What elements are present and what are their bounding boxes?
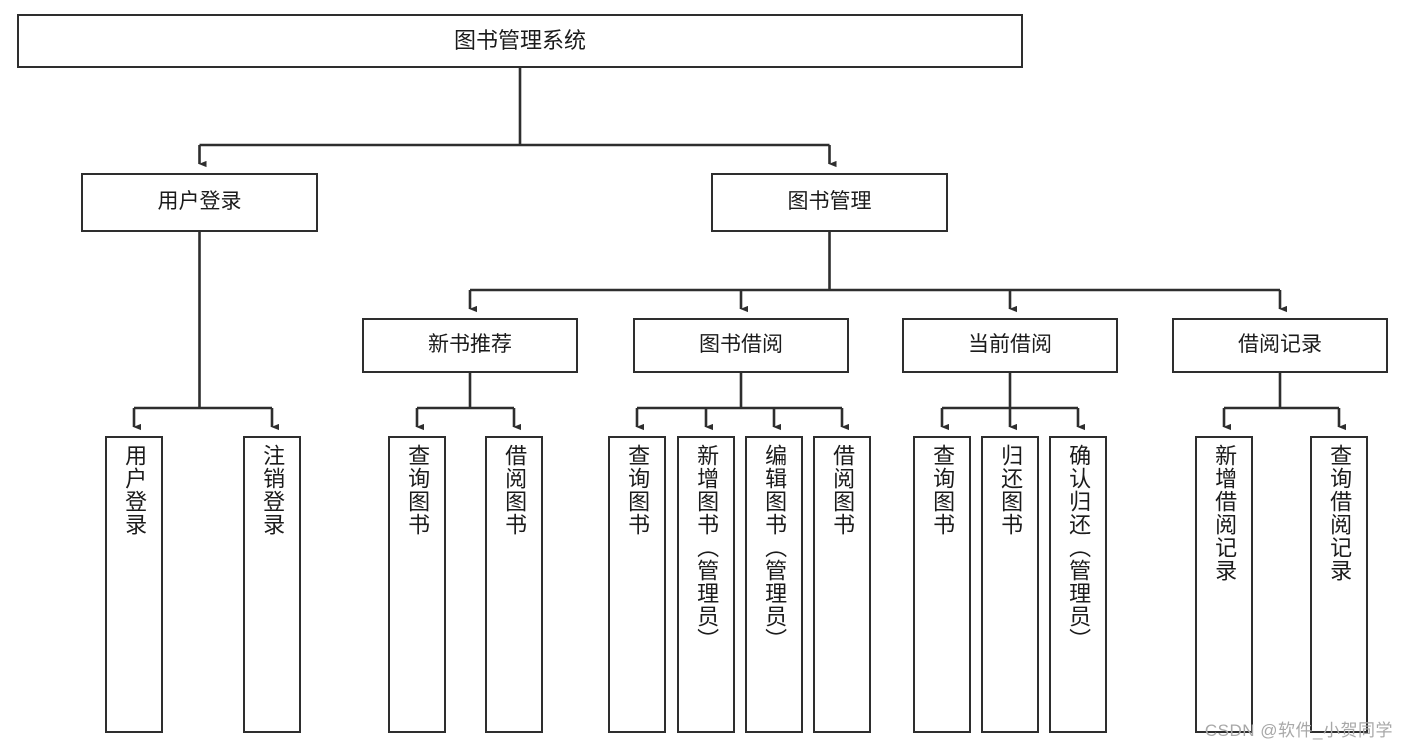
node-label: 借阅图书	[830, 444, 856, 536]
node-label: 图书管理系统	[453, 28, 586, 54]
node-new-book-rec[interactable]: 新书推荐	[362, 318, 578, 373]
node-leaf-return-book[interactable]: 归还图书	[981, 436, 1039, 733]
node-leaf-borrow-book-1[interactable]: 借阅图书	[485, 436, 543, 733]
node-leaf-query-book-1[interactable]: 查询图书	[388, 436, 446, 733]
node-label: 借阅记录	[1238, 333, 1322, 357]
node-label: 查询图书	[625, 444, 651, 536]
node-label: 用户登录	[122, 444, 148, 536]
node-label: 确认归还（管理员）	[1066, 444, 1092, 651]
node-current-borrow[interactable]: 当前借阅	[902, 318, 1118, 373]
node-label: 用户登录	[157, 190, 242, 214]
node-label: 当前借阅	[968, 333, 1052, 357]
node-label: 图书管理	[787, 190, 872, 214]
node-leaf-query-record[interactable]: 查询借阅记录	[1310, 436, 1368, 733]
node-label: 新增图书（管理员）	[694, 444, 720, 651]
node-borrow-record[interactable]: 借阅记录	[1172, 318, 1388, 373]
node-leaf-query-book-2[interactable]: 查询图书	[608, 436, 666, 733]
node-leaf-add-record[interactable]: 新增借阅记录	[1195, 436, 1253, 733]
node-leaf-add-book[interactable]: 新增图书（管理员）	[677, 436, 735, 733]
node-label: 归还图书	[998, 444, 1024, 536]
node-label: 查询图书	[405, 444, 431, 536]
node-label: 查询图书	[930, 444, 956, 536]
node-label: 借阅图书	[502, 444, 528, 536]
node-leaf-confirm-ret[interactable]: 确认归还（管理员）	[1049, 436, 1107, 733]
node-label: 图书借阅	[699, 333, 783, 357]
node-label: 查询借阅记录	[1327, 444, 1353, 582]
node-leaf-query-book-3[interactable]: 查询图书	[913, 436, 971, 733]
node-leaf-edit-book[interactable]: 编辑图书（管理员）	[745, 436, 803, 733]
node-user-login[interactable]: 用户登录	[81, 173, 318, 232]
node-label: 新书推荐	[428, 333, 512, 357]
node-leaf-user-login[interactable]: 用户登录	[105, 436, 163, 733]
node-book-borrow[interactable]: 图书借阅	[633, 318, 849, 373]
node-leaf-logout[interactable]: 注销登录	[243, 436, 301, 733]
node-root[interactable]: 图书管理系统	[17, 14, 1023, 68]
node-leaf-borrow-book-2[interactable]: 借阅图书	[813, 436, 871, 733]
node-label: 注销登录	[260, 444, 286, 536]
node-label: 新增借阅记录	[1212, 444, 1238, 582]
node-book-manage[interactable]: 图书管理	[711, 173, 948, 232]
node-label: 编辑图书（管理员）	[762, 444, 788, 651]
